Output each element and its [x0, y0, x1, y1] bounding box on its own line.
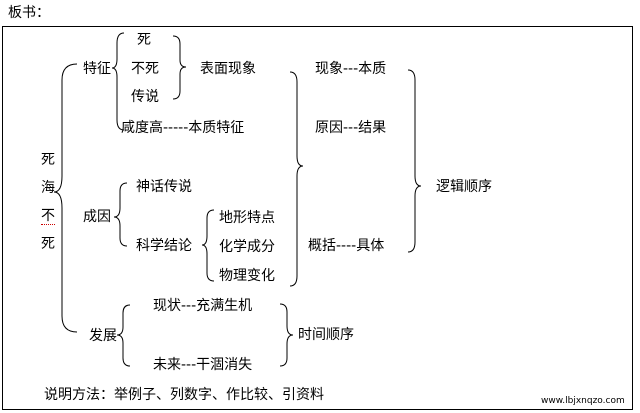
science-item-1: 地形特点: [219, 210, 275, 226]
brace-logic: [407, 69, 422, 253]
board-frame: [2, 26, 633, 410]
development-future: 未来---干涸消失: [153, 357, 253, 373]
topic-char-1: 死: [41, 152, 55, 168]
causes-myth: 神话传说: [136, 179, 192, 195]
causes-science: 科学结论: [136, 238, 192, 254]
relation-3: 概括----具体: [308, 238, 385, 254]
development-present: 现状---充满生机: [153, 298, 253, 314]
feature-item-3: 传说: [131, 89, 159, 105]
science-item-3: 物理变化: [219, 268, 275, 284]
features-surface: 表面现象: [200, 61, 256, 77]
brace-relations-upper: [289, 71, 304, 287]
feature-item-2: 不死: [131, 61, 159, 77]
brace-features-items: [111, 32, 125, 131]
watermark-text: www.lbjxnqzo.com: [541, 396, 625, 406]
development-label: 发展: [89, 328, 117, 344]
relations-order: 逻辑顺序: [436, 179, 492, 195]
brace-development: [116, 304, 131, 367]
methods-line: 说明方法：举例子、列数字、作比较、引资料: [44, 387, 324, 403]
brace-time: [279, 303, 294, 367]
topic-char-4: 死: [41, 236, 55, 252]
feature-item-1: 死: [137, 32, 151, 48]
brace-science: [201, 209, 215, 282]
features-essence: 咸度高-----本质特征: [121, 120, 245, 136]
science-item-2: 化学成分: [219, 239, 275, 255]
development-order: 时间顺序: [298, 327, 354, 343]
relation-1: 现象---本质: [315, 61, 387, 77]
causes-label: 成因: [83, 209, 111, 225]
topic-char-3: 不: [41, 208, 55, 225]
brace-surface: [172, 35, 187, 100]
topic-char-2: 海: [41, 180, 55, 196]
features-label: 特征: [83, 61, 111, 77]
brace-causes: [113, 182, 128, 247]
relation-2: 原因---结果: [315, 120, 387, 136]
header-label: 板书：: [8, 5, 50, 21]
brace-topic: [53, 63, 78, 333]
